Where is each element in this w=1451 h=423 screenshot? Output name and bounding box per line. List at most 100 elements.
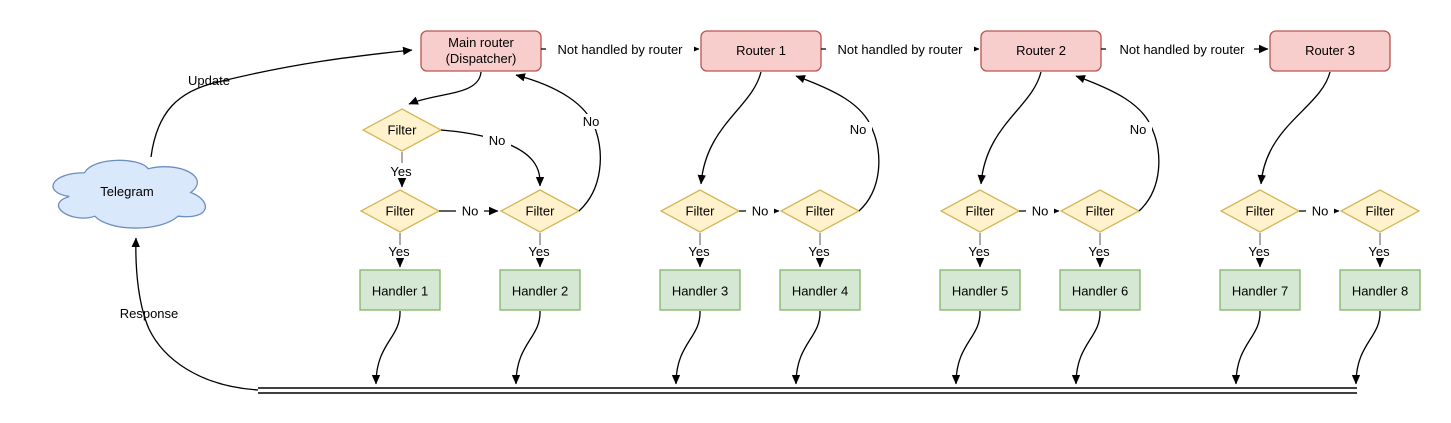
handler-4-to-bus-arrow — [791, 310, 821, 385]
label-background — [483, 133, 511, 148]
handler-rect — [499, 269, 581, 311]
filter-5: Filter — [939, 189, 1021, 233]
filter-label: Filter — [386, 204, 416, 219]
handler-5-label: Handler 5 — [952, 284, 1008, 299]
yes-connector-4: Yes — [808, 233, 830, 268]
no-arrow — [440, 129, 545, 187]
handler-1-box: Handler 1 — [359, 269, 441, 311]
no-connector-pair-3: No — [1019, 204, 1060, 219]
handler-8-box: Handler 8 — [1339, 269, 1421, 311]
handler-7-label: Handler 7 — [1232, 284, 1288, 299]
handler-2-box: Handler 2 — [499, 269, 581, 311]
not-handled-label-3: Not handled by router — [1119, 42, 1245, 57]
handler-rect — [1219, 269, 1301, 311]
no-return-router-1: No — [795, 75, 880, 212]
handler-6-label: Handler 6 — [1072, 284, 1128, 299]
yes-label: Yes — [688, 244, 710, 259]
filter-6: Filter — [1059, 189, 1141, 233]
router-1-rect — [700, 30, 822, 72]
no-label: No — [462, 204, 479, 219]
handler-6-to-bus-arrow — [1071, 310, 1101, 385]
yes-label: Yes — [388, 244, 410, 259]
handler-rect — [659, 269, 741, 311]
label-background — [456, 204, 484, 218]
yes-connector-1: Yes — [388, 233, 410, 268]
filter-label: Filter — [526, 204, 556, 219]
label-background — [577, 114, 605, 129]
update-label: Update — [188, 73, 230, 88]
router-2-rect — [980, 30, 1102, 72]
label-background — [826, 41, 974, 57]
router-3-label: Router 3 — [1305, 43, 1355, 58]
label-background — [1026, 204, 1054, 218]
handler-1-label: Handler 1 — [372, 284, 428, 299]
handler-5-box: Handler 5 — [939, 269, 1021, 311]
yes-connector-dispatcher-top: Yes — [390, 152, 412, 188]
dispatcher-rect — [420, 30, 542, 72]
router-3-to-filter-arrow — [1257, 71, 1331, 185]
no-return-router-2: No — [1075, 75, 1160, 212]
handler-5-to-bus-arrow — [951, 310, 981, 385]
update-arrow — [150, 46, 413, 158]
no-return-arrow — [795, 75, 880, 212]
yes-label: Yes — [1088, 244, 1110, 259]
router-1-to-filter-arrow — [697, 71, 762, 185]
not-handled-label-1: Not handled by router — [557, 42, 683, 57]
yes-label: Yes — [1368, 244, 1390, 259]
filter-label: Filter — [686, 204, 716, 219]
no-connector-pair-2: No — [739, 204, 780, 219]
no-connector-pair-4: No — [1299, 204, 1340, 219]
yes-connector-3: Yes — [688, 233, 710, 268]
no-label: No — [1312, 204, 1329, 219]
response-arrow — [131, 237, 259, 391]
label-background — [1106, 41, 1254, 57]
no-return-dispatcher: No — [515, 73, 605, 212]
filter-row: Filter Filter Filter Filter Filter Filte… — [359, 189, 1421, 233]
yes-label: Yes — [808, 244, 830, 259]
telegram-cloud: Telegram — [52, 159, 207, 229]
yes-connector-7: Yes — [1248, 233, 1270, 268]
no-label: No — [850, 122, 867, 137]
handler-rect — [1059, 269, 1141, 311]
handler-7-to-bus-arrow — [1231, 310, 1261, 385]
no-connector-dispatcher-top: No — [440, 129, 545, 187]
event-bus-line — [258, 387, 1357, 394]
router-2-to-filter-arrow — [977, 71, 1042, 185]
handler-8-label: Handler 8 — [1352, 284, 1408, 299]
filter-label: Filter — [1086, 204, 1116, 219]
filter-label: Filter — [806, 204, 836, 219]
handler-7-box: Handler 7 — [1219, 269, 1301, 311]
router-2-label: Router 2 — [1016, 43, 1066, 58]
filter-diamond-shape — [1339, 189, 1421, 233]
filter-2: Filter — [499, 189, 581, 233]
router-2-box: Router 2 — [980, 30, 1102, 72]
filter-7: Filter — [1219, 189, 1301, 233]
filter-label: Filter — [388, 123, 418, 138]
filter-dispatcher-top: Filter — [361, 108, 443, 152]
yes-connector-6: Yes — [1088, 233, 1110, 268]
yes-label: Yes — [1248, 244, 1270, 259]
no-connector-pair-1: No — [439, 204, 499, 219]
no-label: No — [489, 133, 506, 148]
yes-connector-5: Yes — [968, 233, 990, 268]
not-handled-label-2: Not handled by router — [837, 42, 963, 57]
response-connector: Response — [120, 237, 259, 391]
no-label: No — [752, 204, 769, 219]
not-handled-connector-3: Not handled by router — [1101, 41, 1269, 57]
filter-label: Filter — [1366, 204, 1396, 219]
filter-1: Filter — [359, 189, 441, 233]
filter-4: Filter — [779, 189, 861, 233]
yes-label: Yes — [528, 244, 550, 259]
yes-connector-8: Yes — [1368, 233, 1390, 268]
handler-8-to-bus-arrow — [1351, 310, 1381, 385]
yes-connector-2: Yes — [528, 233, 550, 268]
router-3-rect — [1269, 30, 1391, 72]
no-return-arrow — [1075, 75, 1160, 212]
no-label: No — [1032, 204, 1049, 219]
handler-rect — [1339, 269, 1421, 311]
filter-label: Filter — [1246, 204, 1276, 219]
dispatcher-to-filter-arrow — [408, 71, 482, 105]
cloud-icon — [52, 159, 207, 229]
response-label: Response — [120, 306, 179, 321]
handler-6-box: Handler 6 — [1059, 269, 1141, 311]
